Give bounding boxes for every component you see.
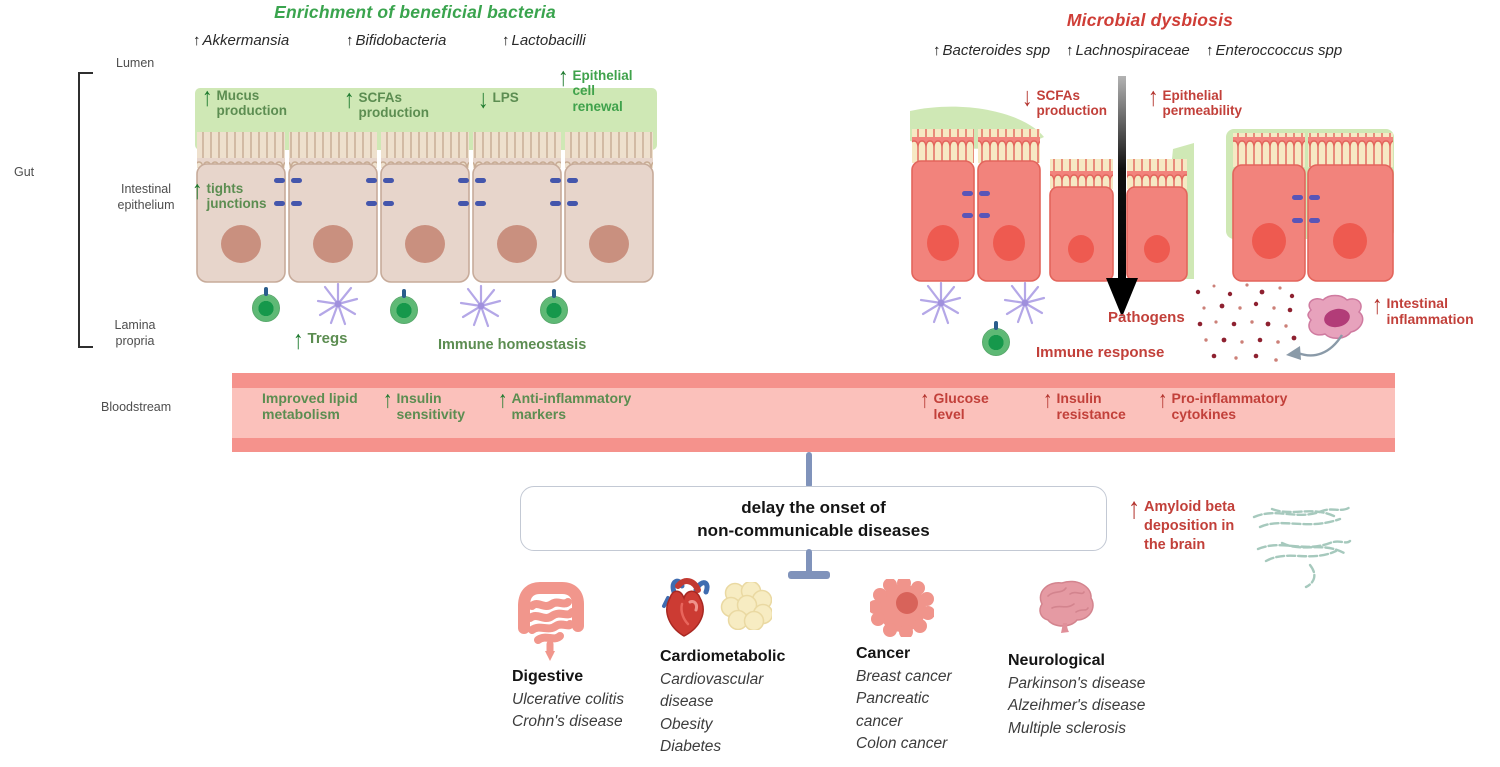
lipid-metabolism-annotation: Improved lipid metabolism	[262, 390, 358, 422]
up-arrow-icon: ↑	[1158, 387, 1168, 414]
up-arrow-icon: ↑	[1148, 83, 1159, 112]
up-arrow-icon: ↑	[558, 63, 569, 92]
treg-cell-icon	[982, 321, 1010, 356]
up-arrow-icon: ↑	[1066, 42, 1074, 59]
intestinal-inflammation-annotation: ↑ Intestinal inflammation	[1372, 292, 1477, 328]
treg-cell-icon	[252, 287, 280, 322]
scfas-production-annotation: ↑ SCFAs production	[344, 86, 443, 121]
up-arrow-icon: ↑	[1206, 42, 1214, 59]
dysbiosis-title: Microbial dysbiosis	[1066, 10, 1234, 30]
disease-group-digestive: Digestive Ulcerative colitis Crohn's dis…	[512, 580, 647, 734]
anti-inflammatory-annotation: ↑ Anti-inflammatory markers	[498, 389, 644, 423]
bloodstream-band	[232, 373, 1395, 452]
glucose-level-annotation: ↑ Glucose level	[920, 389, 1006, 423]
bacteria-akkermansia: ↑ Akkermansia	[193, 32, 290, 49]
mucus-production-annotation: ↑ Mucus production	[202, 84, 295, 119]
curved-arrow-icon	[1286, 334, 1344, 360]
bacteria-lachnospiraceae: ↑ Lachnospiraceae	[1066, 42, 1190, 59]
nucleus	[927, 225, 959, 261]
disease-group-cardiometabolic: Cardiometabolic Cardiovascular disease O…	[660, 576, 800, 758]
heart-icon	[662, 578, 710, 637]
inhibitor-line	[806, 549, 812, 574]
bloodstream-label: Bloodstream	[101, 400, 172, 414]
up-arrow-icon: ↑	[383, 387, 393, 414]
up-arrow-icon: ↑	[1043, 387, 1053, 414]
treg-cell-icon	[540, 289, 568, 324]
beneficial-title: Enrichment of beneficial bacteria	[274, 2, 556, 22]
brain-icon	[1039, 580, 1094, 633]
amyloid-fibrils-icon	[1252, 505, 1352, 589]
bacteria-lactobacilli: ↑ Lactobacilli	[502, 32, 586, 49]
down-arrow-icon: ↓	[1022, 83, 1033, 112]
tregs-annotation: ↑ Tregs	[293, 326, 348, 355]
epithelial-permeability-annotation: ↑ Epithelial permeability	[1148, 84, 1255, 119]
bacteria-enterococcus: ↑ Enteroccoccus spp	[1206, 42, 1343, 59]
tight-junction-icon	[962, 191, 1320, 223]
dendritic-cell-icon	[919, 281, 962, 325]
amyloid-beta-annotation: ↑ Amyloid beta deposition in the brain	[1128, 494, 1249, 555]
up-arrow-icon: ↑	[344, 85, 355, 114]
insulin-sensitivity-annotation: ↑ Insulin sensitivity	[383, 389, 481, 423]
pathogens-annotation: Pathogens	[1108, 309, 1185, 326]
immune-response-annotation: Immune response	[1036, 344, 1165, 361]
dendritic-cell-icon	[1003, 281, 1046, 325]
disease-group-neurological: Neurological Parkinson's disease Alzeihm…	[1008, 576, 1188, 740]
up-arrow-icon: ↑	[192, 176, 203, 205]
outcome-box: delay the onset of non-communicable dise…	[520, 486, 1107, 551]
up-arrow-icon: ↑	[920, 387, 930, 414]
pathogen-translocation-arrow-icon	[1106, 76, 1138, 317]
gut-bracket	[78, 72, 93, 348]
connector-line	[806, 452, 812, 488]
disease-group-cancer: Cancer Breast cancer Pancreatic cancer C…	[856, 579, 976, 755]
tight-junctions-annotation: ↑ tights junctions	[192, 177, 283, 212]
intestinal-epithelium-label: Intestinal epithelium	[117, 182, 175, 213]
intestines-icon	[518, 582, 584, 661]
up-arrow-icon: ↑	[193, 32, 201, 49]
epithelial-cells	[196, 132, 654, 283]
healthy-epithelium-graphic	[195, 88, 657, 283]
treg-cell-icon	[390, 289, 418, 324]
dendritic-cell-icon	[316, 282, 359, 326]
up-arrow-icon: ↑	[293, 326, 304, 355]
bacteria-bifidobacteria: ↑ Bifidobacteria	[346, 32, 447, 49]
macrophage-icon	[1307, 294, 1364, 339]
tight-junction-icon	[274, 178, 578, 206]
gut-label: Gut	[14, 165, 35, 179]
dysbiotic-epithelium-graphic	[910, 106, 1394, 282]
down-arrow-icon: ↓	[478, 85, 489, 114]
tumor-cell-icon	[870, 579, 934, 637]
lumen-label: Lumen	[116, 56, 155, 70]
insulin-resistance-annotation: ↑ Insulin resistance	[1043, 389, 1149, 423]
lps-annotation: ↓ LPS	[478, 85, 519, 114]
immune-homeostasis-annotation: Immune homeostasis	[438, 337, 587, 353]
up-arrow-icon: ↑	[498, 387, 508, 414]
bacteria-bacteroides: ↑ Bacteroides spp	[933, 42, 1051, 59]
epithelial-cells	[911, 129, 1394, 282]
epithelial-renewal-annotation: ↑ Epithelial cell renewal	[558, 64, 647, 114]
up-arrow-icon: ↑	[202, 83, 213, 112]
up-arrow-icon: ↑	[502, 32, 510, 49]
dendritic-cell-icon	[459, 284, 502, 328]
pathogen-dots-icon	[1195, 283, 1297, 362]
adipose-tissue-icon	[720, 582, 772, 630]
inhibitor-bar-icon	[788, 571, 830, 579]
up-arrow-icon: ↑	[346, 32, 354, 49]
proinflammatory-cytokines-annotation: ↑ Pro-inflammatory cytokines	[1158, 389, 1317, 423]
up-arrow-icon: ↑	[1128, 491, 1140, 526]
nucleus	[221, 225, 261, 263]
scfas-decrease-annotation: ↓ SCFAs production	[1022, 84, 1119, 119]
up-arrow-icon: ↑	[933, 42, 941, 59]
lamina-propria-label: Lamina propria	[114, 318, 156, 349]
up-arrow-icon: ↑	[1372, 291, 1383, 320]
